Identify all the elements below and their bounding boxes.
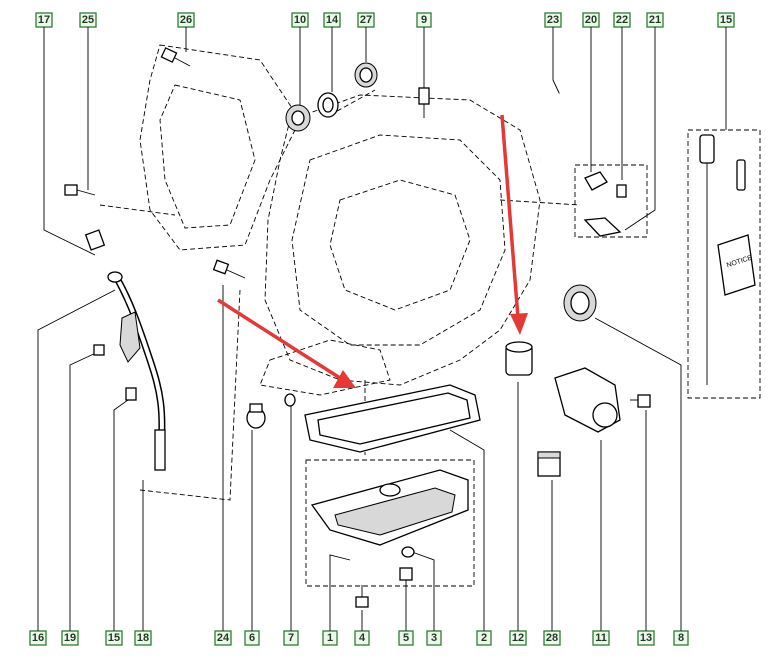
tag-14[interactable]: 14	[323, 12, 341, 28]
tag-16[interactable]: 16	[29, 630, 47, 646]
tag-6-label: 6	[249, 632, 255, 644]
tag-12[interactable]: 12	[509, 630, 527, 646]
tag-4[interactable]: 4	[354, 630, 370, 646]
red-arrow-left	[217, 298, 356, 388]
tag-26[interactable]: 26	[177, 12, 195, 28]
tag-12-label: 12	[512, 632, 524, 644]
tag-15-top-label: 15	[720, 14, 732, 26]
bushing-12[interactable]	[505, 341, 533, 376]
tag-8[interactable]: 8	[673, 630, 689, 646]
washer-7[interactable]	[284, 393, 296, 407]
bottom-leader-lines	[37, 285, 682, 631]
bolt-24[interactable]	[212, 259, 246, 279]
tag-8-label: 8	[678, 632, 684, 644]
red-arrow-right	[500, 114, 528, 335]
tag-13-label: 13	[640, 632, 652, 644]
tag-3[interactable]: 3	[426, 630, 442, 646]
clip-21[interactable]	[583, 217, 622, 237]
tag-14-label: 14	[326, 14, 339, 26]
tag-15-bottom[interactable]: 15	[105, 630, 123, 646]
solenoid-11[interactable]	[554, 367, 621, 433]
tag-16-label: 16	[32, 632, 44, 644]
tag-2[interactable]: 2	[476, 630, 492, 646]
tag-9[interactable]: 9	[416, 12, 432, 28]
sensor-9[interactable]	[418, 87, 430, 118]
tag-27[interactable]: 27	[357, 12, 375, 28]
bolt-13[interactable]	[630, 394, 651, 408]
dipstick-kit-15[interactable]: NOTICE	[699, 134, 756, 385]
tag-18-label: 18	[137, 632, 149, 644]
pad-28[interactable]	[537, 451, 561, 477]
washer-3[interactable]	[401, 546, 415, 558]
tag-19[interactable]: 19	[61, 630, 79, 646]
gasket-2[interactable]	[304, 384, 481, 453]
tag-11-label: 11	[595, 632, 607, 644]
tag-7-label: 7	[288, 632, 294, 644]
oil-seal-8[interactable]	[563, 284, 597, 322]
tag-3-label: 3	[431, 632, 437, 644]
tag-6[interactable]: 6	[244, 630, 260, 646]
tag-5-label: 5	[403, 632, 409, 644]
tag-28-label: 28	[546, 632, 558, 644]
tag-9-label: 9	[421, 14, 427, 26]
tag-24-label: 24	[217, 632, 230, 644]
tag-17[interactable]: 17	[35, 12, 53, 28]
bolt-22[interactable]	[616, 184, 627, 198]
tag-18[interactable]: 18	[134, 630, 152, 646]
transmission-case[interactable]	[139, 44, 541, 396]
tag-5[interactable]: 5	[398, 630, 414, 646]
tag-25-label: 25	[82, 14, 94, 26]
drain-plug-5[interactable]	[399, 567, 413, 581]
tag-15-top[interactable]: 15	[717, 12, 735, 28]
tag-10[interactable]: 10	[291, 12, 309, 28]
tag-4-label: 4	[359, 632, 366, 644]
dashed-guide-lines	[99, 89, 761, 587]
tag-25[interactable]: 25	[79, 12, 97, 28]
tag-23[interactable]: 23	[544, 12, 562, 28]
tag-10-label: 10	[294, 14, 306, 26]
tag-2-label: 2	[481, 632, 487, 644]
tube-bracket-19[interactable]	[93, 311, 141, 363]
bolt-15[interactable]	[125, 387, 137, 401]
tag-24[interactable]: 24	[214, 630, 232, 646]
tag-20-label: 20	[585, 14, 597, 26]
tag-19-label: 19	[64, 632, 76, 644]
top-leader-lines	[43, 27, 727, 256]
tag-27-label: 27	[360, 14, 372, 26]
manual-booklet: NOTICE	[717, 234, 756, 296]
tag-22-label: 22	[616, 14, 628, 26]
bolt-4[interactable]	[355, 585, 369, 608]
tag-22[interactable]: 22	[613, 12, 631, 28]
clip-14[interactable]	[317, 92, 339, 118]
dipstick-tube-16[interactable]	[107, 271, 166, 461]
tag-17-label: 17	[38, 14, 50, 26]
tag-20[interactable]: 20	[582, 12, 600, 28]
tag-28[interactable]: 28	[543, 630, 561, 646]
bracket-20[interactable]	[584, 171, 608, 191]
ring-27[interactable]	[354, 62, 378, 88]
tag-11[interactable]: 11	[592, 630, 610, 646]
tag-1[interactable]: 1	[322, 630, 338, 646]
tag-13[interactable]: 13	[637, 630, 655, 646]
oil-seal-10[interactable]	[285, 104, 311, 132]
tag-15-bottom-label: 15	[108, 632, 120, 644]
tag-23-label: 23	[547, 14, 559, 26]
tag-21[interactable]: 21	[646, 12, 664, 28]
oil-pan-1[interactable]	[310, 469, 469, 546]
tag-7[interactable]: 7	[283, 630, 299, 646]
breather-hose-23[interactable]	[538, 93, 567, 162]
bolt-25[interactable]	[64, 184, 96, 196]
tag-26-label: 26	[180, 14, 192, 26]
tag-1-label: 1	[327, 632, 333, 644]
cap-17[interactable]	[84, 229, 106, 251]
bolt-26[interactable]	[160, 47, 191, 67]
tag-21-label: 21	[649, 14, 661, 26]
oring-18[interactable]	[154, 429, 166, 471]
drain-plug-6[interactable]	[246, 403, 266, 429]
